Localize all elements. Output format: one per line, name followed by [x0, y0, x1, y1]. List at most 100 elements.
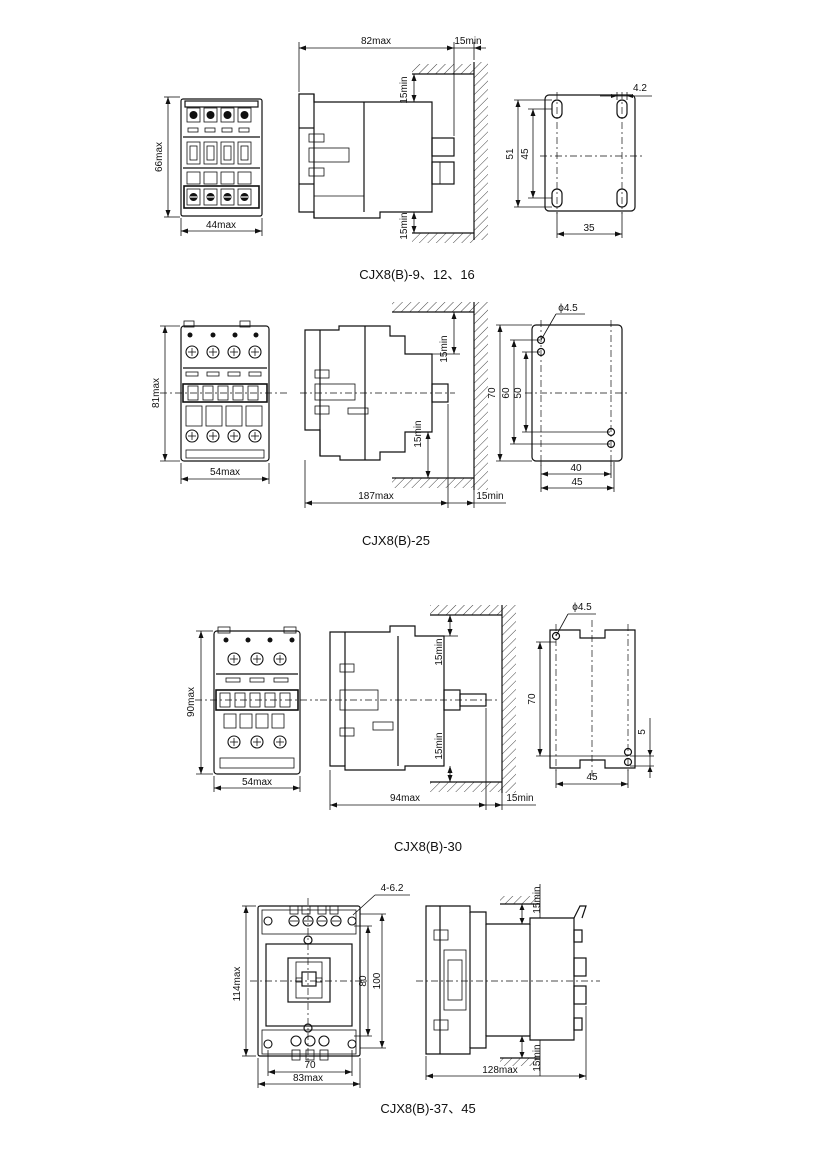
- label-5: 5: [637, 729, 648, 735]
- label-phi45-30: ϕ4.5: [572, 602, 592, 613]
- dim-v-70-25: 70: [487, 324, 532, 462]
- dim-clear-bottom-25: 15min: [413, 420, 431, 478]
- dim-h-45-25: 45: [540, 462, 615, 492]
- dim-v-70-30: 70: [527, 641, 628, 757]
- label-82max: 82max: [361, 36, 391, 47]
- dim-v-45: 45: [520, 108, 552, 199]
- side-view-37: [416, 905, 600, 1055]
- label-90max: 90max: [186, 687, 197, 717]
- label-54max-a: 54max: [210, 467, 240, 478]
- label-15min-bottom-30: 15min: [434, 732, 445, 759]
- wall-hatch: [474, 62, 488, 240]
- mounting-plate-25: [525, 320, 630, 466]
- section-cjx8-37-45: 4-6.2 114max 80 100 70: [232, 883, 600, 1116]
- label-70-30: 70: [527, 693, 538, 705]
- dim-v-51: 51: [505, 99, 552, 208]
- caption-cjx8-37-45: CJX8(B)-37、45: [380, 1101, 475, 1116]
- label-60-25: 60: [501, 387, 512, 399]
- label-15min-top: 15min: [399, 76, 410, 103]
- front-view-37: [250, 898, 368, 1062]
- side-view-small: [298, 93, 455, 219]
- side-view-25: [300, 325, 455, 461]
- dim-clear-bottom-30: 15min: [434, 732, 453, 782]
- label-15min-side-25: 15min: [476, 491, 503, 502]
- label-80: 80: [358, 975, 369, 987]
- label-187max: 187max: [358, 491, 394, 502]
- label-66max: 66max: [154, 142, 165, 172]
- label-35: 35: [583, 223, 595, 234]
- dim-depth-82: 82max: [298, 36, 455, 136]
- dim-clear-top: 15min: [399, 74, 432, 104]
- dim-width-44: 44max: [180, 218, 263, 236]
- label-81max: 81max: [151, 378, 162, 408]
- caption-cjx8-30: CJX8(B)-30: [394, 839, 462, 854]
- section-cjx8-30: 90max 54max: [186, 602, 654, 854]
- label-40-25: 40: [570, 463, 582, 474]
- dim-width-54-a: 54max: [180, 463, 270, 484]
- dim-h-40-25: 40: [540, 462, 612, 478]
- label-15min-bottom: 15min: [399, 212, 410, 239]
- dim-height-81: 81max: [151, 325, 180, 462]
- dim-height-66: 66max: [154, 96, 180, 218]
- dim-depth-128: 128max: [425, 1006, 587, 1080]
- label-128max: 128max: [482, 1065, 518, 1076]
- label-45-25: 45: [571, 477, 583, 488]
- dim-hole-4-2: 4.2: [600, 83, 652, 100]
- dim-clear-side: 15min: [454, 36, 486, 60]
- label-15min-top-25: 15min: [439, 335, 450, 362]
- dim-offset-5: 5: [630, 718, 654, 778]
- dim-clear-bottom: 15min: [399, 211, 432, 240]
- section-cjx8-9-12-16: 66max 44max: [154, 36, 652, 282]
- label-50-25: 50: [513, 387, 524, 399]
- dim-h-35: 35: [556, 212, 623, 238]
- dim-depth-94: 94max 15min: [329, 708, 536, 810]
- label-70-37: 70: [304, 1060, 316, 1071]
- caption-cjx8-9-12-16: CJX8(B)-9、12、16: [359, 267, 475, 282]
- dim-clear-top-37: 15min: [519, 884, 543, 924]
- front-view-25: [160, 320, 290, 462]
- dim-clear-bottom-37: 15min: [519, 1036, 543, 1076]
- dim-hole-phi45-30: ϕ4.5: [555, 602, 596, 637]
- dim-hole-phi45-25: ϕ4.5: [540, 303, 585, 341]
- dim-width-83: 83max: [257, 1058, 361, 1088]
- label-45-30: 45: [586, 772, 598, 783]
- label-83max: 83max: [293, 1073, 323, 1084]
- dim-h-45-30: 45: [555, 770, 629, 788]
- label-phi45-25: ϕ4.5: [558, 303, 578, 314]
- dim-v-60-25: 60: [501, 339, 610, 445]
- dim-v-50-25: 50: [513, 351, 610, 433]
- mounting-plate-30: [549, 620, 636, 776]
- label-54max-b: 54max: [242, 777, 272, 788]
- dim-clear-top-25: 15min: [432, 312, 460, 363]
- label-51: 51: [505, 148, 516, 160]
- dim-height-90: 90max: [186, 630, 213, 775]
- label-94max: 94max: [390, 793, 420, 804]
- label-15min-top-37: 15min: [532, 886, 543, 913]
- label-15min-bottom-25: 15min: [413, 420, 424, 447]
- label-15min-bottom-37: 15min: [532, 1044, 543, 1071]
- label-4-6-2: 4-6.2: [381, 883, 404, 894]
- label-15min-top-30: 15min: [434, 638, 445, 665]
- label-15min-side: 15min: [454, 36, 481, 47]
- dim-depth-187: 187max 15min: [304, 404, 506, 508]
- dim-height-114: 114max: [232, 905, 256, 1057]
- label-114max: 114max: [232, 967, 243, 1002]
- label-70-25: 70: [487, 387, 498, 399]
- dim-h-70-37: 70: [267, 1050, 353, 1076]
- label-44max: 44max: [206, 220, 236, 231]
- front-view-small: [180, 98, 263, 217]
- label-100: 100: [372, 972, 383, 989]
- dim-clear-top-30: 15min: [434, 615, 458, 666]
- dim-v-100: 100: [360, 913, 386, 1049]
- mounting-plate-small: [540, 92, 642, 214]
- caption-cjx8-25: CJX8(B)-25: [362, 533, 430, 548]
- dim-v-80: 80: [354, 925, 372, 1037]
- side-view-30: [320, 625, 500, 771]
- section-cjx8-25: 81max 54max 15m: [151, 302, 630, 548]
- label-15min-side-30: 15min: [506, 793, 533, 804]
- front-view-30: [195, 626, 318, 775]
- dim-hole-4-6-2: 4-6.2: [352, 883, 410, 916]
- label-45: 45: [520, 148, 531, 160]
- dim-width-54-b: 54max: [213, 776, 301, 792]
